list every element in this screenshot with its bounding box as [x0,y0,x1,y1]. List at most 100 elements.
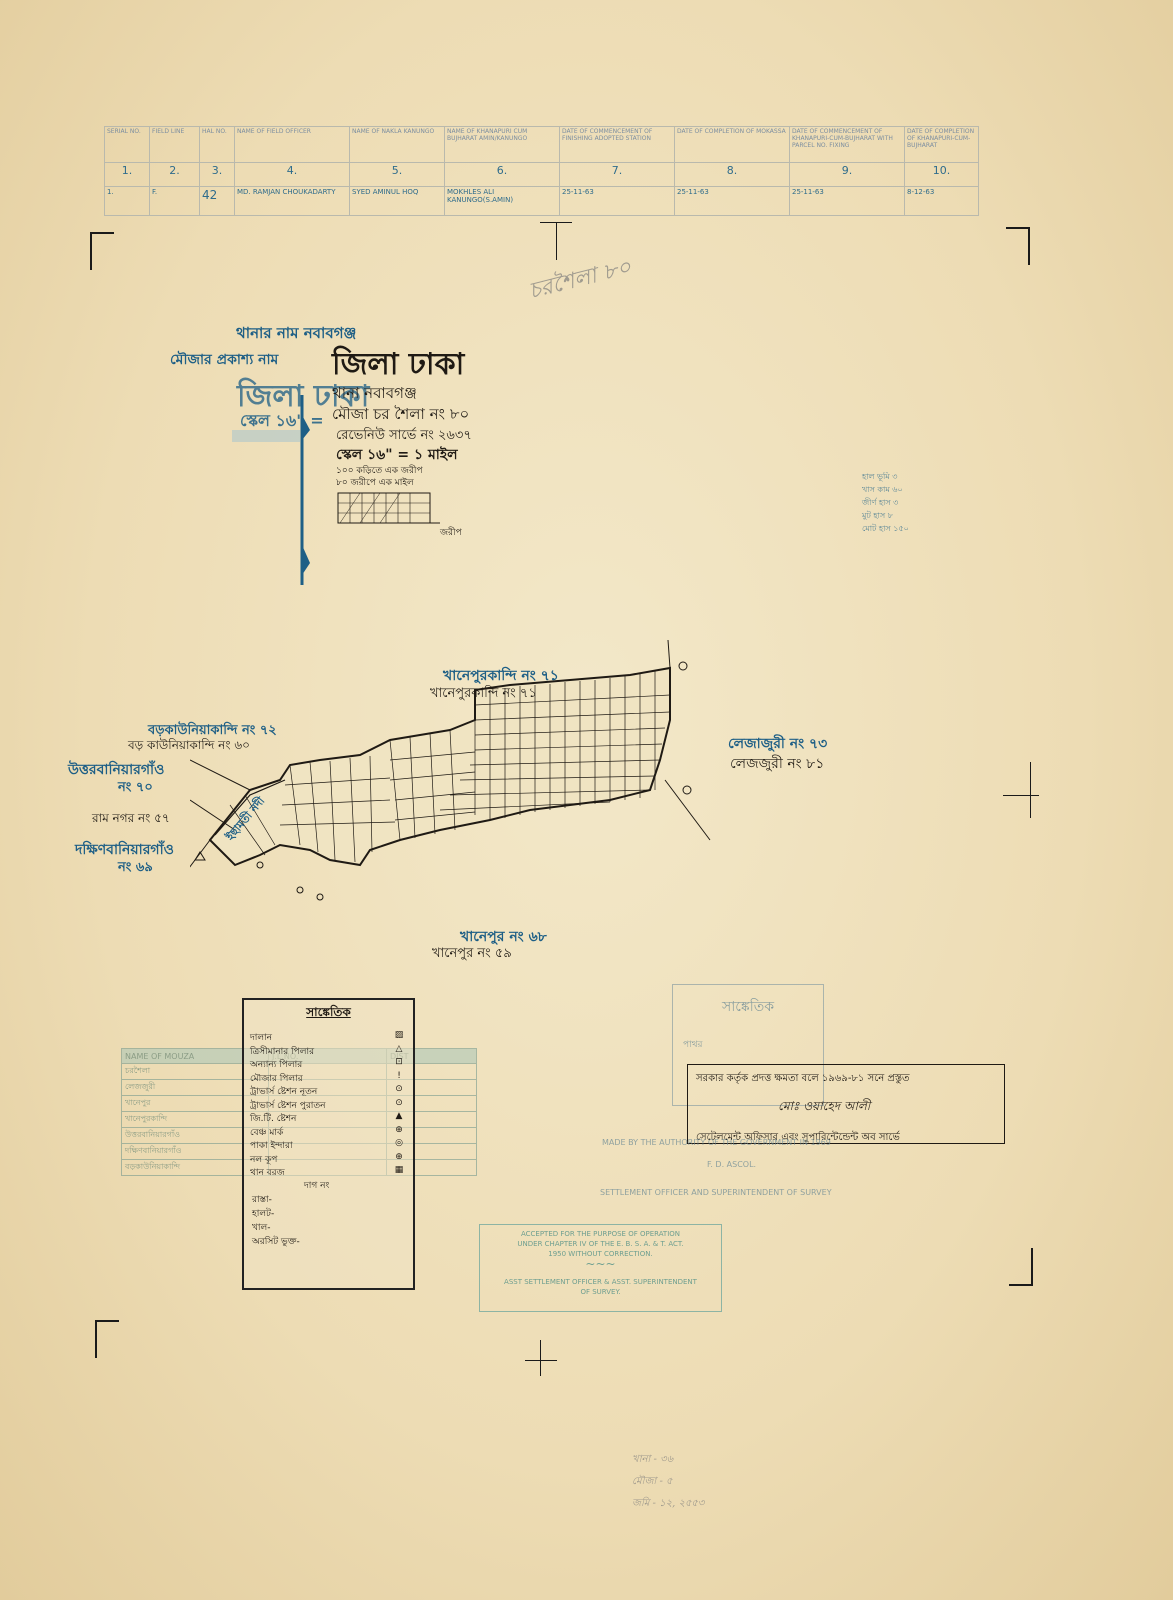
area-note: হাল ভূমি ৩ [862,472,898,481]
center-tick-top-h [540,222,572,223]
center-tick-bottom-h [525,1360,557,1361]
legend-label: ত্রিসীমানার পিলার [250,1046,315,1057]
revenue-survey: রেভেনিউ সার্ভে নং ২৬৩৭ [336,428,472,443]
number-cell: 7. [559,162,675,188]
label-west1-num: নং ৭০ [118,780,153,795]
header-cell: DATE OF COMMENCEMENT OF FINISHING ADOPTE… [559,125,675,164]
number-cell: 8. [674,162,790,188]
value-cell: 8-12-63 [904,186,979,216]
mouza-label: মৌজার প্রকাশ্য নাম [170,352,279,368]
area-notes: হাল ভূমি ৩ খাস কাম ৬০ জীর্ণ হাস ৩ মুট হা… [862,470,909,535]
legend-label: বেঞ্চ মার্ক [250,1127,284,1138]
header-cell: NAME OF KHANAPURI CUM BUJHARAT AMIN/KANU… [444,125,560,164]
made-by-line-3: SETTLEMENT OFFICER AND SUPERINTENDENT OF… [600,1188,832,1197]
value-cell: 25-11-63 [559,186,675,216]
value-cell: 42 [199,186,235,216]
header-cell: NAME OF FIELD OFFICER [234,125,350,164]
number-cell: 6. [444,162,560,188]
label-sw-blue: দক্ষিণবানিয়ারগাঁও [75,842,174,858]
legend-label: ট্রাভার্স ষ্টেশন পুরাতন [250,1100,326,1111]
number-cell: 4. [234,162,350,188]
pencil-mouza-name: চরশৈলা ৮০ [526,254,634,305]
betel-garden-icon: ▦ [394,1165,404,1175]
number-cell: 3. [199,162,235,188]
legend-row: দালান ▨ [244,1030,413,1044]
gt-station-icon: ▲ [395,1111,403,1121]
accepted-line: OF SURVEY. [580,1288,621,1296]
stamp-line-1: সরকার কর্তৃক প্রদত্ত ক্ষমতা বলে ১৯৬৯-৮১ … [696,1073,910,1084]
corner-mark-br [1009,1248,1033,1286]
legend-extra: খাল- [252,1222,271,1233]
header-cell: DATE OF COMMENCEMENT OF KHANAPURI-CUM-BU… [789,125,905,164]
number-cell: 2. [149,162,200,188]
benchmark-icon: ⊕ [395,1124,403,1135]
legend-row: পাকা ইন্দারা ◎ [244,1138,413,1152]
value-cell: SYED AMINUL HOQ [349,186,445,216]
legend-label: নল কূপ [250,1154,278,1165]
header-table: SERIAL NO. FIELD LINE HAL NO. NAME OF FI… [104,125,979,216]
number-cell: 1. [104,162,150,188]
mouza-name: মৌজা চর শৈলা নং ৮০ [332,405,470,423]
area-note: মোট হাস ১৫০ [862,524,909,533]
center-tick-bottom [540,1340,541,1376]
legend-title: সাঙ্কেতিক [306,1005,351,1019]
building-icon: ▨ [394,1030,404,1040]
mouza-map [190,640,711,901]
legend-row: ট্রাভার্স ষ্টেশন পুরাতন ⊙ [244,1098,413,1112]
mouza-table-header: NAME OF MOUZA [121,1048,269,1064]
legend-extra: অরসিট ভুক্ত- [252,1236,300,1247]
legend-row: মৌজার পিলার! [244,1071,413,1085]
area-note: খাস কাম ৬০ [862,485,903,494]
triangle-icon: △ [395,1043,403,1054]
number-cell: 9. [789,162,905,188]
area-note: মুট হাস ৮ [862,511,893,520]
label-south-black: খানেপুর নং ৫৯ [432,946,512,961]
header-cell: FIELD LINE [149,125,200,164]
corner-mark-bl [95,1320,119,1358]
legend-row: ট্রাভার্স ষ্টেশন নূতন⊙ [244,1084,413,1098]
side-tick-right-h [1003,795,1039,796]
value-cell: MOKHLES ALI KANUNGO(S.AMIN) [444,186,560,216]
scale-bar-unit: জরীপ [440,528,462,538]
label-west1-blue: উত্তরবানিয়ারগাঁও [68,762,165,778]
label-west2-black: রাম নগর নং ৫৭ [92,811,170,825]
tubewell-icon: ⊕ [395,1151,403,1162]
label-north-blue: খানেপুরকান্দি নং ৭১ [443,668,559,684]
value-cell: 1. [104,186,150,216]
stamp-line-3: সেটেলমেন্ট অফিসার এবং সুপারিন্টেন্ডেন্ট … [696,1132,900,1143]
header-cell: NAME OF NAKLA KANUNGO [349,125,445,164]
thana-name: থানা নবাবগঞ্জ [332,384,417,402]
area-note: জীর্ণ হাস ৩ [862,498,899,507]
header-cell: HAL NO. [199,125,235,164]
number-cell: 5. [349,162,445,188]
faint-legend-title: সাঙ্কেতিক [722,999,774,1015]
side-tick-right [1030,762,1031,818]
legend-label: পাকা ইন্দারা [250,1141,293,1151]
legend-label: অন্যান্য পিলার [250,1060,303,1070]
well-icon: ◎ [395,1138,403,1148]
authority-stamp: সরকার কর্তৃক প্রদত্ত ক্ষমতা বলে ১৯৬৯-৮১ … [687,1064,1005,1144]
value-cell: 25-11-63 [789,186,905,216]
scale-text: স্কেল ১৬" = ১ মাইল [336,447,458,463]
accepted-stamp: ACCEPTED FOR THE PURPOSE OF OPERATION UN… [479,1224,722,1312]
label-south-blue: খানেপুর নং ৬৮ [460,929,547,945]
header-cell: DATE OF COMPLETION OF KHANAPURI-CUM-BUJH… [904,125,979,164]
header-cell: SERIAL NO. [104,125,150,164]
header-cell: DATE OF COMPLETION OF MOKASSA [674,125,790,164]
legend-label: থান বরজ [250,1168,285,1178]
thana-label: থানার নাম নবাবগঞ্জ [236,324,357,342]
legend-label: দালান [250,1033,273,1043]
label-east-black: লেজজুরী নং ৮১ [730,756,825,772]
legend-row: জি.টি. ষ্টেশন▲ [244,1111,413,1125]
center-tick-top [556,222,557,260]
label-sw-num: নং ৬৯ [118,860,153,875]
legend-box: সাঙ্কেতিক দালান ▨ ত্রিসীমানার পিলার △ অন্য… [242,998,415,1290]
scale-bar [232,395,440,585]
pencil-note: জমি - ১২, ২৫৫৩ [632,1498,705,1509]
accepted-line: 1950 WITHOUT CORRECTION. [548,1250,653,1258]
legend-row: ত্রিসীমানার পিলার △ [244,1044,413,1058]
station-old-icon: ⊙ [395,1097,403,1108]
scale-note-2: ৮০ জরীপে এক মাইল [336,478,414,488]
legend-row: বেঞ্চ মার্ক ⊕ [244,1125,413,1139]
